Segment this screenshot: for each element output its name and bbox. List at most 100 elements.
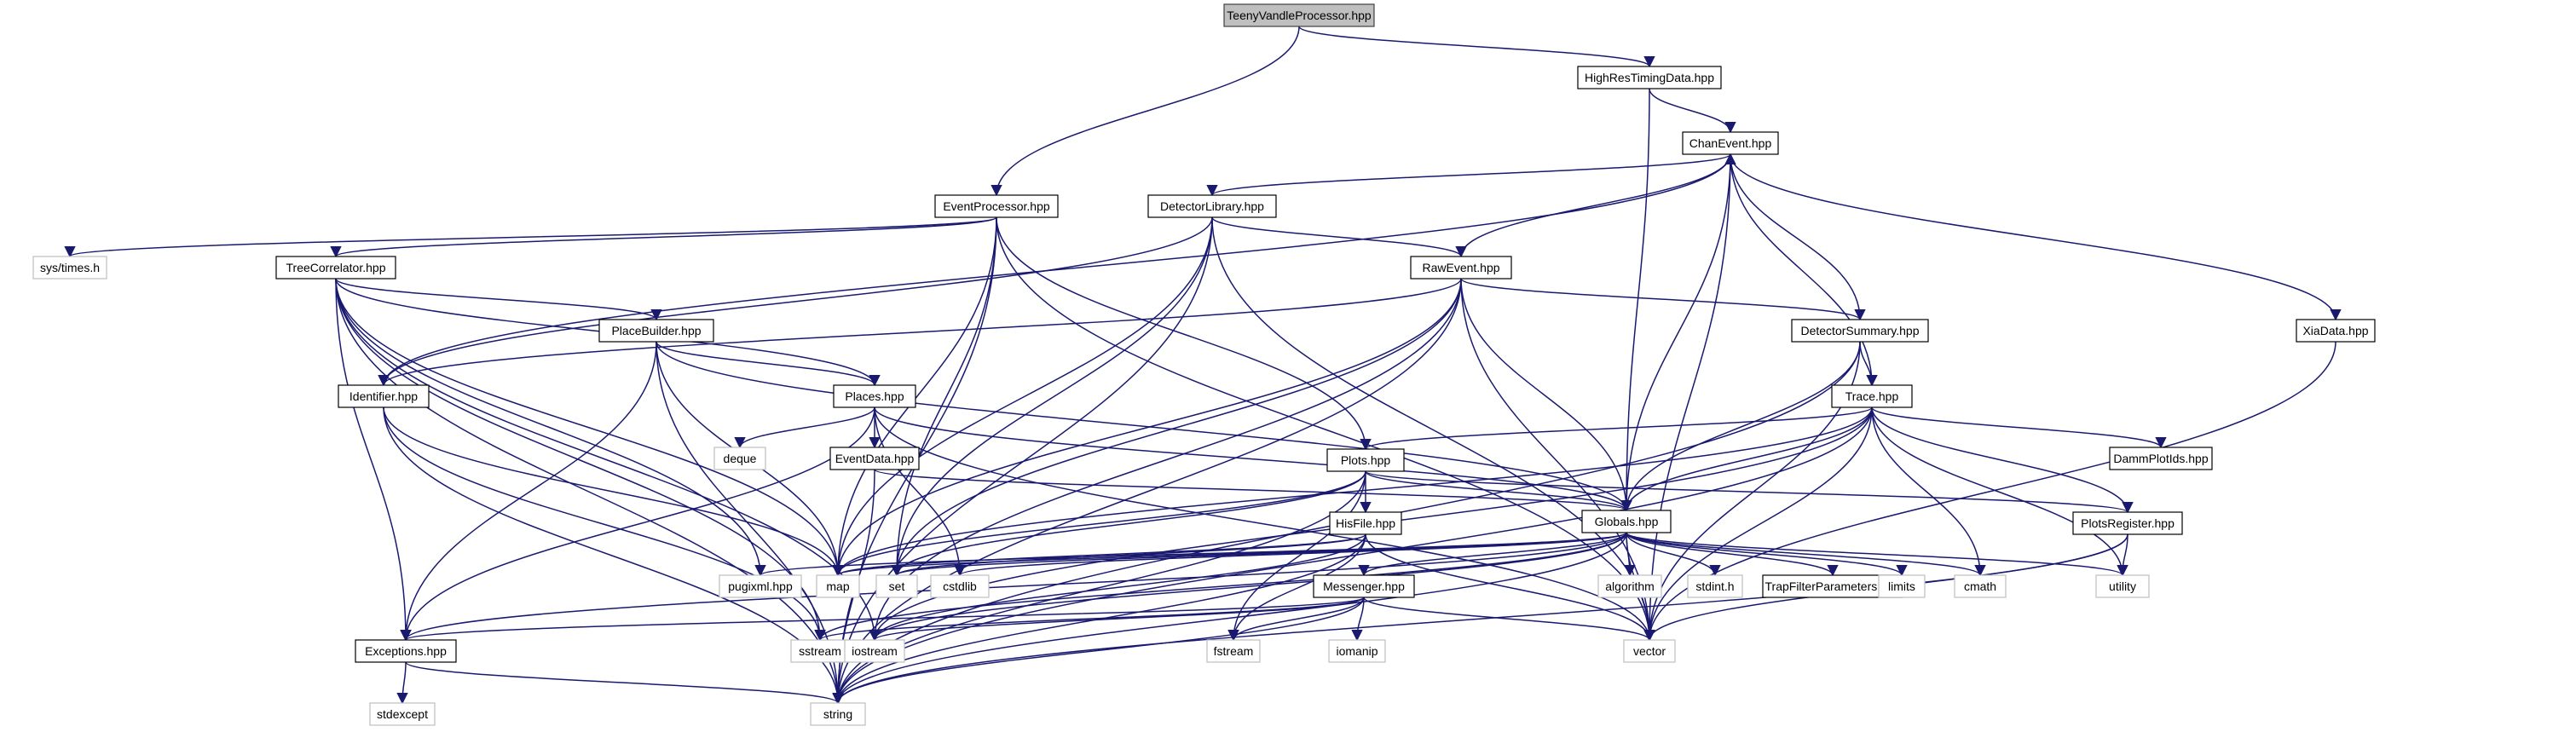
node-eventdata-label: EventData.hpp [835, 452, 915, 465]
node-teeny-box [1223, 3, 1375, 27]
node-xiadata-box [2296, 319, 2376, 343]
edge-detlib-to-set [891, 216, 1213, 577]
edge-detsummary-to-globals [1620, 341, 1861, 512]
node-systimes-box [32, 256, 107, 280]
node-hisfile[interactable]: HisFile.hpp [1329, 511, 1402, 535]
node-detlib[interactable]: DetectorLibrary.hpp [1147, 194, 1277, 218]
node-eventdata[interactable]: EventData.hpp [829, 447, 920, 470]
node-vector: vector [1623, 639, 1676, 663]
edge-globals-to-exceptions [400, 532, 1627, 642]
node-set: set [875, 574, 918, 598]
node-deque: deque [713, 447, 766, 470]
node-placebuilder[interactable]: PlaceBuilder.hpp [598, 319, 714, 343]
node-trace[interactable]: Trace.hpp [1831, 384, 1913, 408]
node-rawevent[interactable]: RawEvent.hpp [1410, 256, 1512, 280]
node-limits-box [1878, 574, 1926, 598]
node-rawevent-label: RawEvent.hpp [1422, 261, 1499, 274]
edge-globals-to-cmath [1626, 532, 1986, 577]
edge-treecorr-to-pugixml [335, 278, 766, 577]
edge-detlib-to-identifier [378, 216, 1213, 387]
node-iostream-label: iostream [852, 644, 898, 658]
node-fstream-label: fstream [1214, 644, 1254, 658]
edge-plots-to-set [891, 470, 1366, 577]
node-stdexcept-box [369, 702, 436, 726]
node-utility: utility [2095, 574, 2150, 598]
node-exceptions-label: Exceptions.hpp [365, 644, 447, 658]
edge-hires-to-chanevent [1649, 88, 1736, 134]
node-pugixml: pugixml.hpp [719, 574, 802, 598]
node-deque-label: deque [724, 452, 757, 465]
edge-trace-to-cmath [1871, 406, 1986, 577]
edge-globals-to-trapfilter [1626, 532, 1839, 577]
node-messenger[interactable]: Messenger.hpp [1313, 574, 1415, 598]
node-limits-label: limits [1888, 579, 1915, 593]
edge-placebuilder-to-exceptions [400, 341, 657, 642]
node-places[interactable]: Places.hpp [833, 384, 916, 408]
node-treecorr-label: TreeCorrelator.hpp [286, 261, 386, 274]
edge-places-to-vector [874, 406, 1655, 642]
node-dammplotids[interactable]: DammPlotIds.hpp [2109, 447, 2213, 470]
node-places-box [833, 384, 916, 408]
node-map-box [816, 574, 860, 598]
node-identifier[interactable]: Identifier.hpp [338, 384, 430, 408]
node-cstdlib-label: cstdlib [943, 579, 977, 593]
edge-layer [64, 26, 2342, 705]
edge-plots-to-plotsregister [1365, 470, 2134, 514]
node-pugixml-box [719, 574, 802, 598]
edge-chanevent-to-detlib [1206, 153, 1731, 197]
edge-globals-to-sstream [814, 532, 1627, 642]
edge-teeny-to-eventproc [991, 26, 1300, 197]
node-teeny[interactable]: TeenyVandleProcessor.hpp [1223, 3, 1375, 27]
node-eventproc-box [934, 194, 1059, 218]
node-hires-label: HighResTimingData.hpp [1585, 71, 1714, 84]
edge-treecorr-to-placebuilder [335, 278, 662, 321]
edge-treecorr-to-exceptions [335, 278, 412, 642]
edge-teeny-to-hires [1298, 26, 1655, 68]
node-vector-label: vector [1633, 644, 1666, 658]
edge-placebuilder-to-places [656, 341, 881, 387]
node-detsummary-label: DetectorSummary.hpp [1800, 324, 1919, 337]
edge-trace-to-plots [1360, 406, 1873, 451]
node-detsummary[interactable]: DetectorSummary.hpp [1791, 319, 1929, 343]
edge-detlib-to-map [832, 216, 1213, 577]
node-hires[interactable]: HighResTimingData.hpp [1577, 66, 1722, 89]
node-exceptions[interactable]: Exceptions.hpp [355, 639, 457, 663]
node-xiadata-label: XiaData.hpp [2302, 324, 2368, 337]
node-plotsregister[interactable]: PlotsRegister.hpp [2072, 511, 2183, 535]
node-plots-label: Plots.hpp [1341, 453, 1391, 467]
node-treecorr[interactable]: TreeCorrelator.hpp [275, 256, 396, 280]
node-plots[interactable]: Plots.hpp [1326, 448, 1405, 472]
edge-chanevent-to-vector [1643, 153, 1731, 642]
edge-treecorr-to-string [335, 278, 844, 705]
edge-hisfile-to-set [891, 533, 1366, 577]
edge-globals-to-limits [1626, 532, 1908, 577]
node-string: string [810, 702, 866, 726]
node-string-label: string [823, 707, 852, 721]
edge-chanevent-to-trace [1730, 153, 1878, 387]
edge-globals-to-pugixml [754, 532, 1627, 577]
edge-eventproc-to-vector [996, 216, 1655, 642]
node-iomanip: iomanip [1328, 639, 1386, 663]
node-chanevent-label: ChanEvent.hpp [1689, 136, 1772, 150]
node-globals-label: Globals.hpp [1595, 515, 1659, 528]
node-eventproc[interactable]: EventProcessor.hpp [934, 194, 1059, 218]
node-iomanip-label: iomanip [1336, 644, 1378, 658]
edge-globals-to-cstdlib [954, 532, 1627, 577]
edge-detlib-to-rawevent [1211, 216, 1467, 258]
node-plotsregister-box [2072, 511, 2183, 535]
node-pugixml-label: pugixml.hpp [728, 579, 793, 593]
node-xiadata[interactable]: XiaData.hpp [2296, 319, 2376, 343]
node-chanevent[interactable]: ChanEvent.hpp [1682, 131, 1779, 155]
node-globals[interactable]: Globals.hpp [1581, 510, 1672, 533]
edge-trace-to-vector [1643, 406, 1873, 642]
edge-exceptions-to-string [405, 661, 844, 705]
edge-messenger-to-exceptions [400, 597, 1365, 642]
node-fstream-box [1206, 639, 1261, 663]
edge-rawevent-to-set [891, 278, 1462, 577]
edge-trace-to-dammplotids [1871, 406, 2167, 449]
edge-identifier-to-sstream [383, 406, 826, 642]
node-map: map [816, 574, 860, 598]
edge-messenger-to-vector [1363, 597, 1655, 642]
node-treecorr-box [275, 256, 396, 280]
node-cmath: cmath [1954, 574, 2007, 598]
